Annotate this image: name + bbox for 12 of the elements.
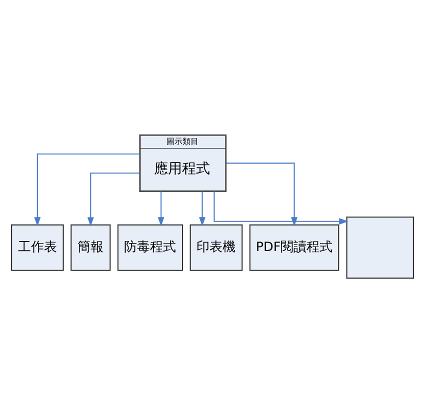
arrow: [214, 191, 348, 224]
arrow: [87, 172, 140, 226]
node-box: 防毒程式: [117, 224, 184, 270]
arrow: [226, 162, 298, 226]
node-box: PDF閱讀程式: [249, 224, 340, 270]
arrow: [34, 152, 140, 226]
arrow: [158, 191, 164, 226]
node-box: [346, 216, 414, 278]
node-box: 工作表: [11, 224, 64, 270]
arrow: [199, 191, 206, 226]
node-box: 印表機: [190, 224, 243, 270]
node-box: 簡報: [70, 224, 111, 270]
